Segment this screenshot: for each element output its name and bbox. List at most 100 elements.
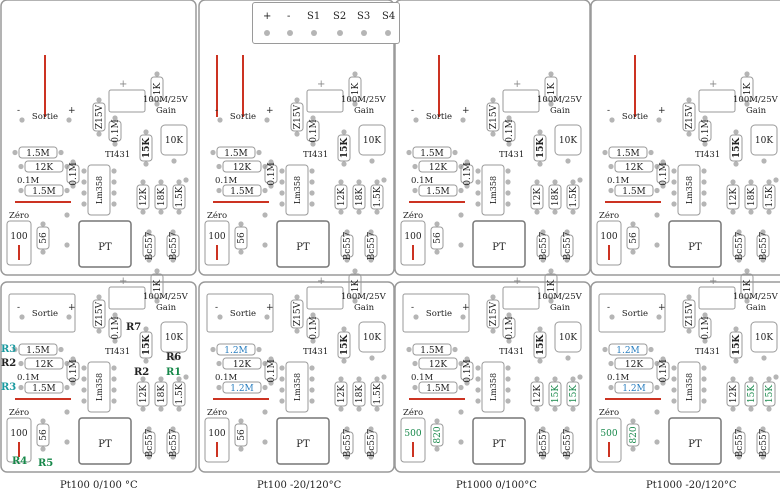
pad: [111, 201, 117, 207]
transistor-bc557-a-value: Bc557: [145, 428, 155, 457]
resistor-s2: [352, 381, 366, 407]
pad: [369, 355, 375, 361]
trimmer-zero-value: 100: [10, 232, 27, 242]
designator-label: R6: [166, 352, 181, 363]
pad: [671, 190, 677, 196]
transistor-bc557-a-value: Bc557: [735, 428, 745, 457]
pad: [475, 201, 481, 207]
pad: [374, 406, 380, 412]
pad: [81, 365, 87, 371]
resistor-01m-c: [66, 164, 80, 184]
resistor-s2-value: 15K: [551, 385, 561, 403]
gain-label: Gain: [354, 303, 375, 313]
zero-label: Zéro: [207, 210, 227, 221]
resistor-15k-value: 15K: [536, 137, 546, 159]
transistor-bc557-a: [142, 431, 156, 455]
pad: [452, 149, 458, 156]
pad: [464, 183, 470, 189]
transistor-bc557-b: [560, 234, 574, 258]
resistor-r56-value: 56: [39, 232, 49, 244]
pad: [475, 168, 481, 174]
pad: [111, 398, 117, 404]
caption-module-3: Pt1000 0/100°C: [456, 480, 537, 491]
resistor-r-b-value: 12K: [35, 163, 53, 173]
minus-label: -: [17, 106, 20, 116]
resistor-r-b: [24, 160, 64, 173]
pad: [268, 380, 274, 386]
plus-label: +: [462, 303, 470, 313]
pad: [111, 387, 117, 393]
resistor-01m-c: [66, 361, 80, 381]
resistor-1k-value: 1K: [351, 83, 361, 96]
capacitor-label: 100M/25V: [143, 95, 189, 105]
transistor-bc557-b: [166, 431, 180, 455]
pad: [506, 141, 512, 147]
pad: [66, 117, 72, 123]
pad: [475, 398, 481, 404]
pad: [309, 168, 315, 174]
trimmer-gain-value: 10K: [559, 136, 577, 146]
trimmer-gain: [554, 321, 582, 353]
resistor-r-a: [412, 146, 452, 159]
trimmer-gain-value: 10K: [165, 136, 183, 146]
transistor-bc557-b: [560, 431, 574, 455]
pad: [458, 242, 464, 248]
pad: [140, 209, 146, 215]
trimmer-gain: [750, 124, 778, 156]
pad: [702, 312, 708, 318]
resistor-1k: [740, 273, 754, 299]
pad: [564, 229, 570, 235]
transistor-bc557-b: [166, 234, 180, 258]
tl431-label: TI431: [303, 347, 328, 357]
resistor-15k: [729, 331, 743, 359]
resistor-r-a: [216, 343, 256, 356]
pad: [458, 409, 464, 415]
resistor-s3: [566, 381, 580, 407]
resistor-r-b: [222, 357, 262, 370]
pad: [475, 365, 481, 371]
tl431-label: TI431: [105, 150, 130, 160]
transistor-bc557-b-value: Bc557: [563, 231, 573, 260]
transistor-bc557-a: [142, 234, 156, 258]
resistor-r56: [36, 423, 50, 447]
pad: [385, 30, 391, 36]
resistor-01m-value: 0.1M: [701, 119, 711, 143]
resistor-s1-value: 12K: [533, 188, 543, 206]
resistor-01m-c: [460, 164, 474, 184]
resistor-01m: [306, 120, 320, 142]
pad: [570, 209, 576, 215]
resistor-r-b-value: 12K: [233, 360, 251, 370]
module-outline: [590, 0, 780, 276]
resistor-r56: [430, 226, 444, 250]
resistor-s1: [726, 381, 740, 407]
pad: [413, 314, 419, 320]
resistor-r-c-value: 1.5M: [230, 187, 254, 197]
pad: [268, 356, 274, 362]
pad: [309, 179, 315, 185]
pad: [552, 179, 558, 185]
trimmer-gain-value: 10K: [755, 333, 773, 343]
resistor-01m-value: 0.1M: [111, 119, 121, 143]
minus-label: -: [215, 106, 218, 116]
resistor-s2-value: 18K: [157, 385, 167, 403]
resistor-r-c: [24, 381, 64, 394]
sortie-label: Sortie: [622, 112, 648, 122]
sortie-label: Sortie: [32, 309, 58, 319]
zener-z15v: [290, 102, 304, 132]
pad: [262, 187, 268, 194]
resistor-r56-value: 56: [39, 429, 49, 441]
pad: [654, 384, 660, 391]
resistor-15k: [337, 134, 351, 162]
pad: [602, 149, 608, 156]
pad: [96, 294, 102, 300]
resistor-01m: [698, 120, 712, 142]
pad: [506, 115, 512, 121]
resistor-r56: [430, 423, 444, 447]
pad: [154, 298, 160, 304]
resistor-s1: [334, 381, 348, 407]
resistor-1k-value: 1K: [153, 83, 163, 96]
pad: [111, 190, 117, 196]
pad: [490, 97, 496, 103]
